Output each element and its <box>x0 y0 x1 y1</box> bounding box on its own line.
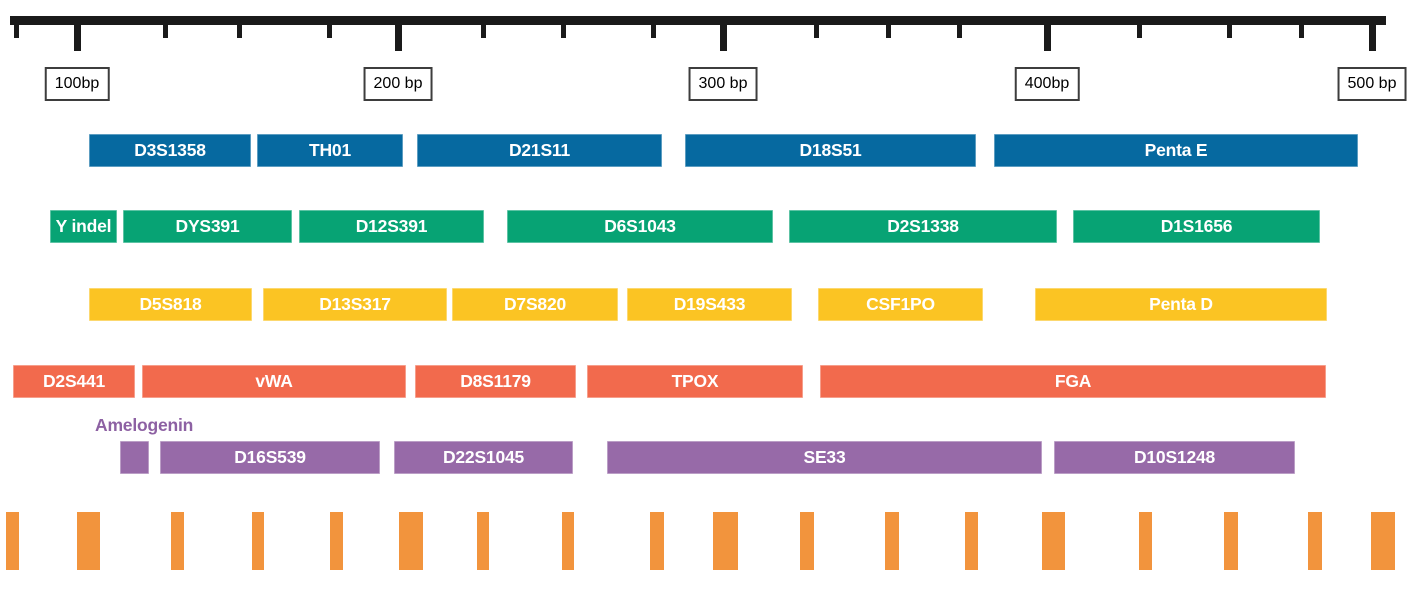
ladder-fragment-bar <box>650 512 664 570</box>
marker-d22s1045: D22S1045 <box>394 441 573 474</box>
ruler-major-tick-400bp <box>1044 24 1051 51</box>
ladder-fragment-bar <box>713 512 738 570</box>
marker-d8s1179: D8S1179 <box>415 365 576 398</box>
marker-d2s1338: D2S1338 <box>789 210 1057 243</box>
ruler-major-tick-200-bp <box>395 24 402 51</box>
marker-d2s441: D2S441 <box>13 365 135 398</box>
marker-d7s820: D7S820 <box>452 288 618 321</box>
marker-d5s818: D5S818 <box>89 288 252 321</box>
ladder-fragment-bar <box>1308 512 1322 570</box>
marker-d13s317: D13S317 <box>263 288 447 321</box>
ruler-major-tick-100bp <box>74 24 81 51</box>
marker-d3s1358: D3S1358 <box>89 134 251 167</box>
marker-fga: FGA <box>820 365 1326 398</box>
ruler-minor-tick <box>651 24 656 38</box>
marker-penta-d: Penta D <box>1035 288 1327 321</box>
ladder-fragment-bar <box>1139 512 1152 570</box>
marker-d19s433: D19S433 <box>627 288 792 321</box>
ladder-fragment-bar <box>171 512 184 570</box>
ruler-minor-tick <box>163 24 168 38</box>
marker-d16s539: D16S539 <box>160 441 380 474</box>
ladder-fragment-bar <box>1224 512 1238 570</box>
marker-d1s1656: D1S1656 <box>1073 210 1320 243</box>
ladder-fragment-bar <box>562 512 574 570</box>
ladder-fragment-bar <box>252 512 264 570</box>
ladder-fragment-bar <box>399 512 423 570</box>
marker-th01: TH01 <box>257 134 403 167</box>
marker-vwa: vWA <box>142 365 406 398</box>
ladder-fragment-bar <box>77 512 100 570</box>
marker-csf1po: CSF1PO <box>818 288 983 321</box>
ruler-minor-tick <box>814 24 819 38</box>
marker-d10s1248: D10S1248 <box>1054 441 1295 474</box>
ruler-minor-tick <box>1137 24 1142 38</box>
ladder-fragment-bar <box>885 512 899 570</box>
ruler-minor-tick <box>237 24 242 38</box>
ladder-fragment-bar <box>1371 512 1395 570</box>
ruler-minor-tick <box>1227 24 1232 38</box>
marker-y-indel: Y indel <box>50 210 117 243</box>
ruler-major-tick-500-bp <box>1369 24 1376 51</box>
ladder-fragment-bar <box>6 512 19 570</box>
ladder-fragment-bar <box>477 512 489 570</box>
marker-d18s51: D18S51 <box>685 134 976 167</box>
ruler-label-400bp: 400bp <box>1014 67 1080 101</box>
ruler-minor-tick <box>1299 24 1304 38</box>
marker-d6s1043: D6S1043 <box>507 210 773 243</box>
ruler-label-100bp: 100bp <box>44 67 110 101</box>
marker-d21s11: D21S11 <box>417 134 662 167</box>
ruler-label-200-bp: 200 bp <box>363 67 433 101</box>
ruler-label-300-bp: 300 bp <box>688 67 758 101</box>
marker-se33: SE33 <box>607 441 1042 474</box>
ruler-major-tick-300-bp <box>720 24 727 51</box>
ladder-fragment-bar <box>800 512 814 570</box>
marker-penta-e: Penta E <box>994 134 1358 167</box>
ruler-label-500-bp: 500 bp <box>1337 67 1407 101</box>
ladder-fragment-bar <box>330 512 343 570</box>
ruler-minor-tick <box>327 24 332 38</box>
amelogenin-label: Amelogenin <box>95 415 194 435</box>
marker-amelogenin-box <box>120 441 149 474</box>
ruler-minor-tick <box>14 24 19 38</box>
ruler-axis-bar <box>10 16 1386 25</box>
ruler-minor-tick <box>481 24 486 38</box>
marker-tpox: TPOX <box>587 365 803 398</box>
ruler-minor-tick <box>957 24 962 38</box>
ladder-fragment-bar <box>965 512 978 570</box>
marker-d12s391: D12S391 <box>299 210 484 243</box>
ruler-minor-tick <box>886 24 891 38</box>
ladder-fragment-bar <box>1042 512 1065 570</box>
marker-dys391: DYS391 <box>123 210 292 243</box>
ruler-minor-tick <box>561 24 566 38</box>
